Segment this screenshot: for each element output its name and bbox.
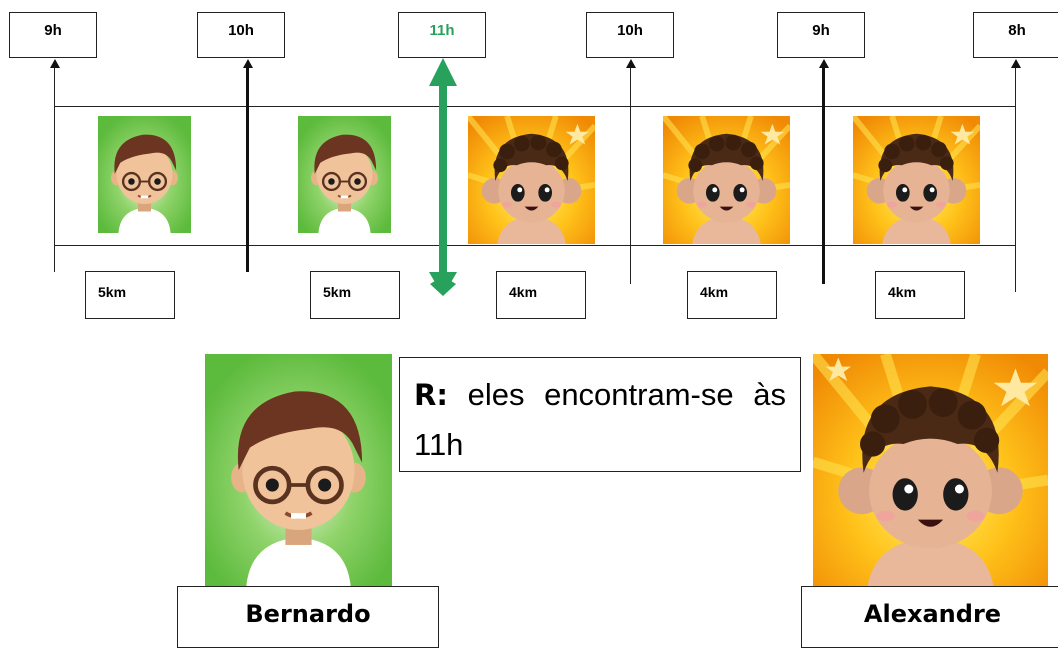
arrow-up-icon (1011, 59, 1021, 68)
tick-line-6 (1015, 66, 1016, 292)
answer-text: eles encontram-se às 11h (414, 377, 786, 462)
hour-box-2: 10h (197, 12, 285, 58)
arrow-up-icon (243, 59, 253, 68)
arrow-up-icon (50, 59, 60, 68)
hour-box-meeting: 11h (398, 12, 486, 58)
arrow-up-icon (626, 59, 636, 68)
journey-track (54, 106, 1016, 246)
hour-box-4: 10h (586, 12, 674, 58)
answer-label: R: (414, 378, 448, 412)
hour-box-6: 8h (973, 12, 1058, 58)
bernardo-avatar (98, 116, 191, 233)
hour-box-5: 9h (777, 12, 865, 58)
tick-line-5 (822, 66, 825, 284)
bernardo-avatar (298, 116, 391, 233)
distance-box-2: 5km (310, 271, 400, 319)
tick-line-4 (630, 66, 631, 284)
alexandre-portrait (813, 354, 1048, 588)
bernardo-portrait (205, 354, 392, 588)
alexandre-avatar (468, 116, 595, 244)
alexandre-avatar (663, 116, 790, 244)
arrow-up-icon (819, 59, 829, 68)
distance-box-5: 4km (875, 271, 965, 319)
answer-box: R: eles encontram-se às 11h (399, 357, 801, 472)
bernardo-name-box: Bernardo (177, 586, 439, 648)
distance-box-3: 4km (496, 271, 586, 319)
alexandre-name-box: Alexandre (801, 586, 1058, 648)
double-arrow-icon (429, 58, 457, 296)
alexandre-avatar (853, 116, 980, 244)
hour-box-1: 9h (9, 12, 97, 58)
tick-line-1 (54, 66, 55, 272)
distance-box-1: 5km (85, 271, 175, 319)
tick-line-2 (246, 66, 249, 272)
distance-box-4: 4km (687, 271, 777, 319)
